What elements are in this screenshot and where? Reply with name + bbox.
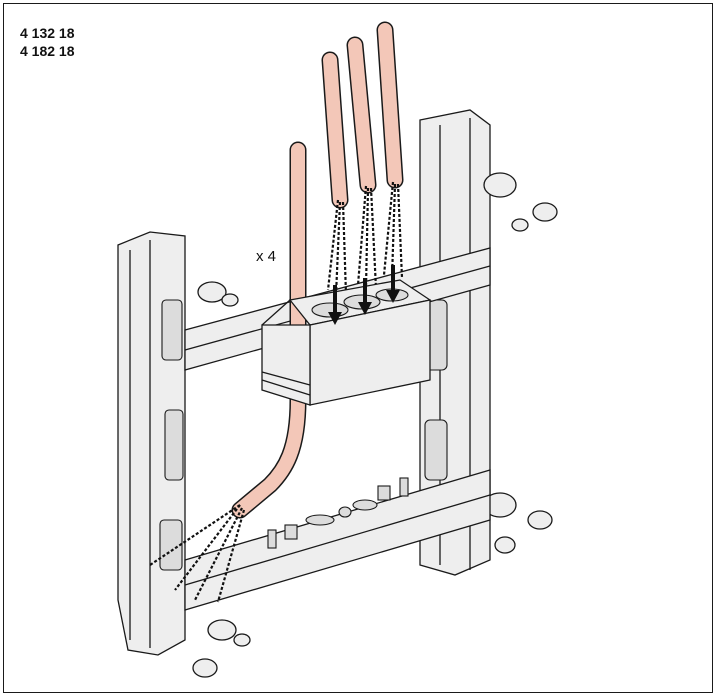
cable-comb: [261, 279, 432, 406]
quantity-label: x 4: [256, 248, 277, 265]
product-codes: 4 132 18 4 182 18: [20, 24, 75, 60]
rail-lower: [184, 469, 491, 611]
conductors-lower: [149, 504, 246, 603]
insert-arrows: [328, 265, 400, 325]
product-code-1: 4 132 18: [20, 25, 75, 41]
conductors-upper: [326, 181, 404, 296]
product-code-2: 4 182 18: [20, 43, 75, 59]
support-frame-left: [117, 231, 186, 656]
cable-front: [231, 141, 307, 519]
cables-upper: [321, 21, 404, 209]
mounting-lugs-right: [483, 172, 558, 554]
